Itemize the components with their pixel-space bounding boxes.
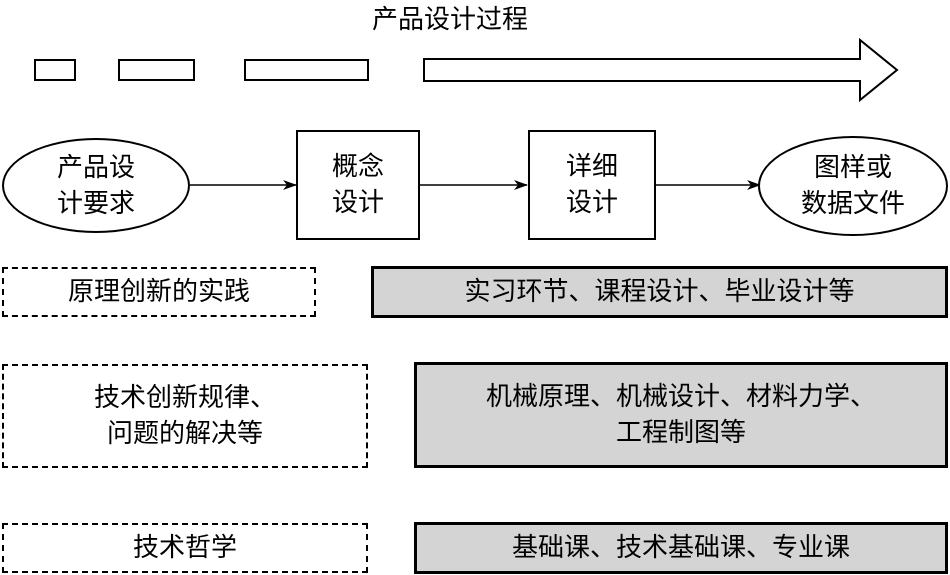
node-drawings-or-data-line1: 图样或 [813,153,892,183]
node-design-requirements-line1: 产品设 [56,152,135,183]
row2-right-box: 机械原理、机械设计、材料力学、 工程制图等 [414,362,948,468]
process-big-arrow [423,37,899,103]
row3-left-text: 技术哲学 [132,533,237,563]
row2-left-box: 技术创新规律、 问题的解决等 [2,364,368,468]
node-drawings-or-data: 图样或 数据文件 [758,136,948,236]
row1-left-box: 原理创新的实践 [2,267,316,317]
node-concept-design-line1: 概念 [331,152,384,182]
node-detail-design-line2: 设计 [565,188,618,218]
row3-left-box: 技术哲学 [2,523,368,573]
node-concept-design-line2: 设计 [331,188,384,218]
page-title: 产品设计过程 [371,4,528,35]
row2-left-line1: 技术创新规律、 [93,383,276,413]
node-design-requirements: 产品设 计要求 [2,138,190,233]
row3-right-box: 基础课、技术基础课、专业课 [414,522,948,574]
node-concept-design: 概念 设计 [296,130,420,240]
row1-right-box: 实习环节、课程设计、毕业设计等 [371,266,948,318]
node-detail-design: 详细 设计 [528,130,656,240]
progress-segment-1 [34,59,76,81]
row1-right-text: 实习环节、课程设计、毕业设计等 [464,277,855,307]
row2-right-line2: 工程制图等 [615,418,746,448]
progress-segment-2 [118,59,195,81]
row3-right-text: 基础课、技术基础课、专业课 [511,533,850,563]
node-design-requirements-line2: 计要求 [56,188,135,219]
node-drawings-or-data-line2: 数据文件 [800,189,905,219]
node-detail-design-line1: 详细 [565,152,618,182]
progress-segment-3 [244,59,369,81]
row2-right-line1: 机械原理、机械设计、材料力学、 [485,382,876,412]
row2-left-line2: 问题的解决等 [106,419,263,449]
row1-left-text: 原理创新的实践 [67,277,250,307]
